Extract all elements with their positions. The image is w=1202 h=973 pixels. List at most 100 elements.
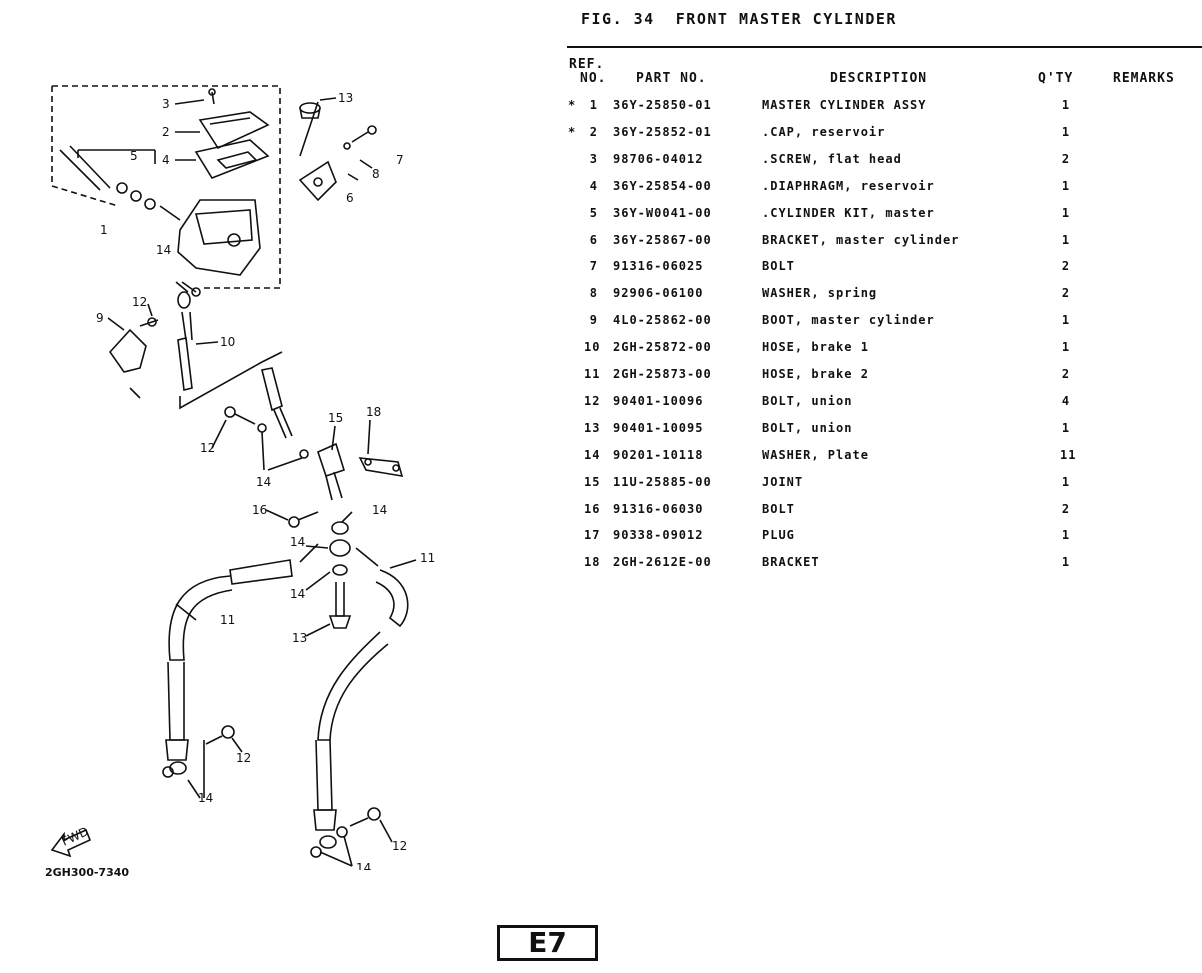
row-part-no: 36Y-25867-00 [613,233,712,247]
row-quantity: 1 [1061,475,1071,489]
row-part-no: 36Y-25852-01 [613,125,712,139]
row-ref-no: 2 [589,125,598,139]
callout-14f: 14 [198,791,213,805]
page-label: E7 [497,925,598,961]
table-row: * 2 36Y-25852-01 .CAP, reservoir 1 [0,125,1202,145]
row-quantity: 1 [1061,313,1071,327]
row-description: .SCREW, flat head [762,152,902,166]
callout-11a: 11 [420,551,435,565]
row-ref-no: 14 [584,448,601,462]
callout-18: 18 [366,405,381,419]
callout-10: 10 [220,335,235,349]
row-ref-no: 15 [584,475,601,489]
row-description: HOSE, brake 2 [762,367,869,381]
row-ref-no: 1 [589,98,598,112]
figure-title: FIG. 34 FRONT MASTER CYLINDER [581,10,897,28]
row-part-no: 2GH-25872-00 [613,340,712,354]
row-quantity: 2 [1061,152,1071,166]
header-no: NO. [580,71,607,86]
row-mark: * [568,125,577,139]
header-ref: REF. [569,57,605,72]
callout-14b: 14 [256,475,271,489]
table-row: 9 4L0-25862-00 BOOT, master cylinder 1 [0,313,1202,333]
callout-6: 6 [346,191,354,205]
fwd-label: FWD [59,824,90,849]
row-quantity: 1 [1061,555,1071,569]
row-description: .CAP, reservoir [762,125,886,139]
row-quantity: 1 [1061,421,1071,435]
callout-14g: 14 [356,861,371,870]
row-description: BOOT, master cylinder [762,313,935,327]
row-part-no: 90201-10118 [613,448,704,462]
row-quantity: 1 [1061,206,1071,220]
row-part-no: 4L0-25862-00 [613,313,712,327]
row-description: BOLT, union [762,421,853,435]
row-quantity: 1 [1061,98,1071,112]
row-ref-no: 6 [589,233,598,247]
row-part-no: 92906-06100 [613,286,704,300]
row-ref-no: 10 [584,340,601,354]
header-description: DESCRIPTION [830,71,928,86]
row-description: BOLT [762,502,795,516]
row-part-no: 2GH-25873-00 [613,367,712,381]
callout-8: 8 [372,167,380,181]
row-ref-no: 17 [584,528,601,542]
exploded-diagram: 3 2 4 5 1 13 7 8 6 14 12 9 10 15 18 12 1… [50,85,435,870]
row-part-no: 11U-25885-00 [613,475,712,489]
row-description: .DIAPHRAGM, reservoir [762,179,935,193]
row-ref-no: 8 [589,286,598,300]
callout-14c: 14 [372,503,387,517]
row-ref-no: 3 [589,152,598,166]
callout-3: 3 [162,97,170,111]
row-quantity: 2 [1061,502,1071,516]
header-qty: Q'TY [1038,71,1074,86]
row-quantity: 1 [1061,179,1071,193]
callout-12b: 12 [200,441,215,455]
callout-14a: 14 [156,243,171,257]
callout-7: 7 [396,153,404,167]
callout-11b: 11 [220,613,235,627]
row-mark: * [568,98,577,112]
row-description: BOLT, union [762,394,853,408]
row-ref-no: 5 [589,206,598,220]
row-ref-no: 11 [584,367,601,381]
row-description: WASHER, spring [762,286,878,300]
diagram-callouts: 3 2 4 5 1 13 7 8 6 14 12 9 10 15 18 12 1… [59,91,435,870]
callout-14e: 14 [290,587,305,601]
row-ref-no: 12 [584,394,601,408]
row-description: MASTER CYLINDER ASSY [762,98,927,112]
callout-12d: 12 [392,839,407,853]
callout-12a: 12 [132,295,147,309]
row-part-no: 98706-04012 [613,152,704,166]
row-quantity: 2 [1061,286,1071,300]
row-quantity: 11 [1060,448,1077,462]
row-description: BRACKET [762,555,820,569]
row-quantity: 1 [1061,125,1071,139]
row-ref-no: 18 [584,555,601,569]
row-part-no: 36Y-25854-00 [613,179,712,193]
callout-12c: 12 [236,751,251,765]
callout-4: 4 [162,153,170,167]
callout-1: 1 [100,223,108,237]
callout-5: 5 [130,149,138,163]
callout-9: 9 [96,311,104,325]
row-description: WASHER, Plate [762,448,869,462]
row-part-no: 91316-06030 [613,502,704,516]
row-part-no: 90401-10095 [613,421,704,435]
callout-2: 2 [162,125,170,139]
row-ref-no: 7 [589,259,598,273]
row-quantity: 1 [1061,528,1071,542]
